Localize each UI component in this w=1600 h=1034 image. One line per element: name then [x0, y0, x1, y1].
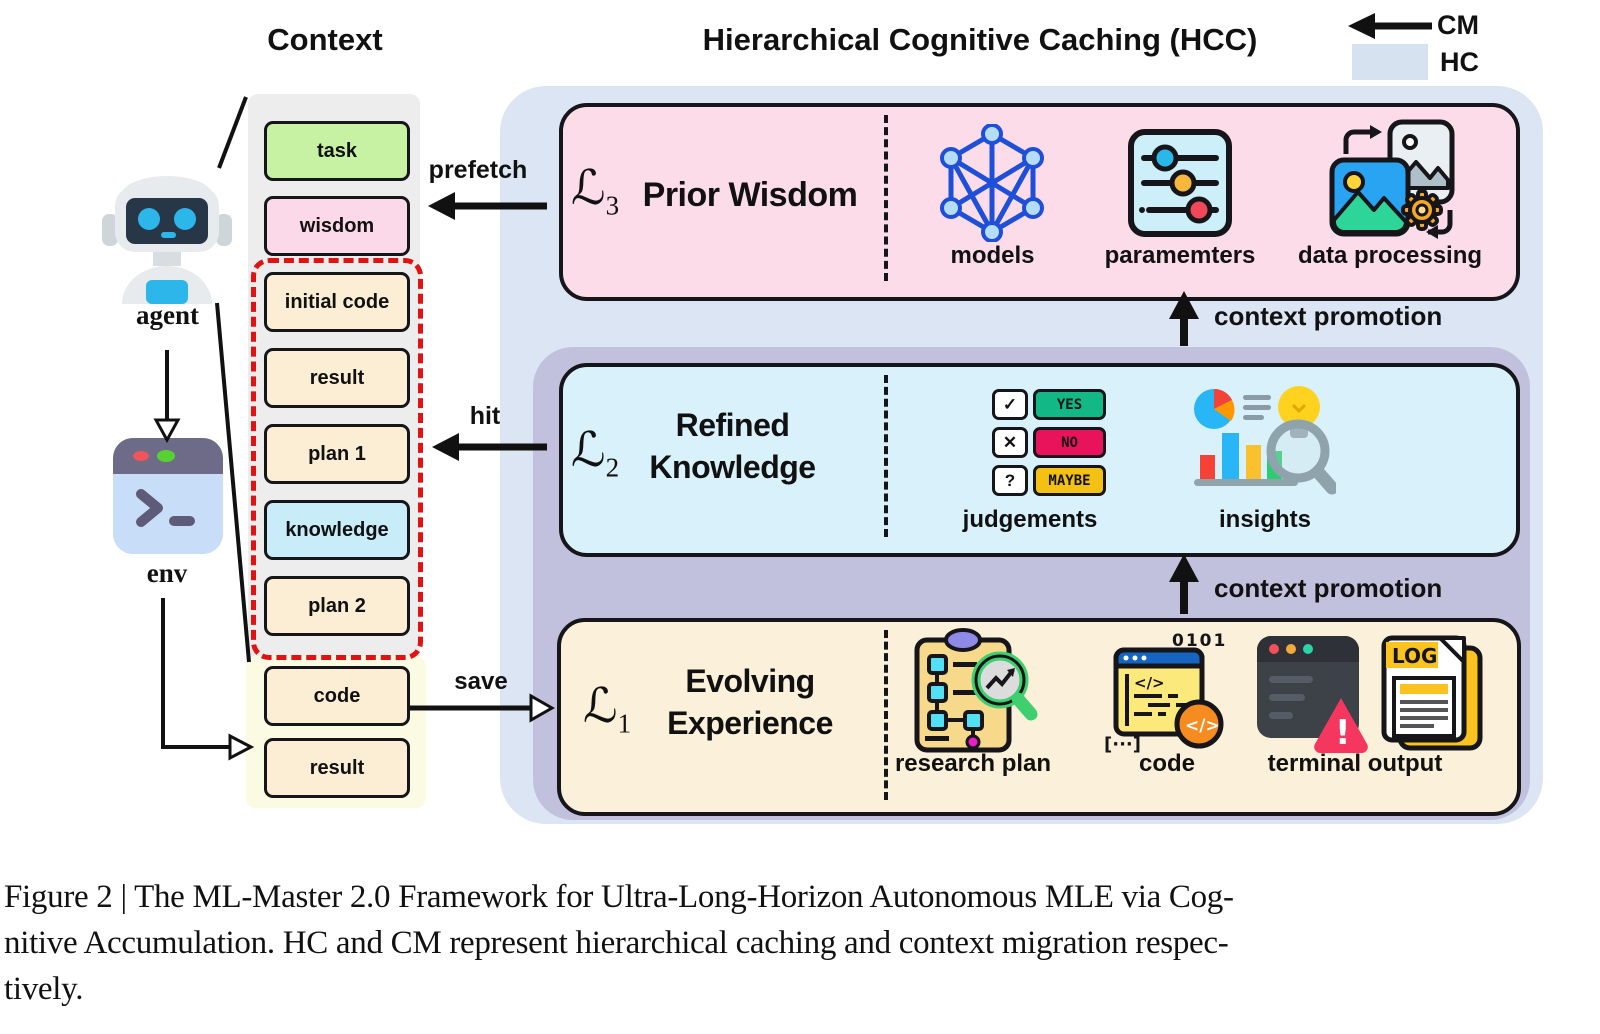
hc-swatch [1352, 44, 1428, 80]
cross-icon: ✕ [992, 427, 1028, 458]
check-icon: ✓ [992, 389, 1028, 420]
code-label: code [1138, 750, 1195, 777]
context-box-plan-1: plan 1 [264, 424, 410, 484]
models-label: models [950, 242, 1035, 269]
maybe-pill: MAYBE [1033, 465, 1106, 496]
insights-icon [1194, 386, 1336, 495]
parameters-sliders-icon [1128, 129, 1232, 237]
context-box-wisdom: wisdom [264, 196, 410, 256]
judgement-maybe-row: ? MAYBE [992, 465, 1106, 496]
svg-text:0101: 0101 [1172, 631, 1227, 651]
env-label: env [146, 558, 188, 588]
l1-symbol: ℒ1 [583, 678, 632, 739]
judgement-yes-row: ✓ YES [992, 389, 1106, 420]
code-window-icon: 0101 </> [···] </> [1104, 631, 1227, 755]
l2-name: Refined Knowledge [649, 407, 816, 485]
legend-cm-label: CM [1437, 10, 1479, 40]
svg-text:[···]: [···] [1104, 734, 1141, 755]
svg-text:!: ! [1335, 713, 1351, 753]
research-plan-icon [914, 628, 1038, 753]
insights-label: insights [1218, 506, 1311, 533]
env-to-result-arrow [161, 598, 255, 761]
caption-line-2: nitive Accumulation. HC and CM represent… [4, 925, 1229, 961]
legend-hc-label: HC [1440, 47, 1479, 77]
agent-label: agent [136, 300, 199, 330]
l3-name: Prior Wisdom [642, 176, 858, 214]
prefetch-label: prefetch [428, 156, 528, 184]
agent-to-env-arrow [153, 350, 181, 444]
context-promotion-label-lower: context promotion [1214, 573, 1443, 603]
cm-arrow-icon [1348, 13, 1432, 39]
log-file-icon: LOG [1381, 635, 1483, 751]
research-plan-label: research plan [894, 750, 1052, 777]
migrated-context-group [251, 258, 423, 660]
l1-divider [884, 630, 888, 800]
workspace-box-code: code [264, 666, 410, 726]
yes-pill: YES [1033, 389, 1106, 420]
context-box-plan-2: plan 2 [264, 576, 410, 636]
terminal-output-label: terminal output [1267, 750, 1443, 777]
context-box-initial-code: initial code [264, 272, 410, 332]
data-processing-label: data processing [1297, 242, 1483, 269]
context-box-knowledge: knowledge [264, 500, 410, 560]
context-title: Context [267, 22, 383, 57]
data-processing-icon [1329, 119, 1455, 239]
workspace-box-result: result [264, 738, 410, 798]
l1-name: Evolving Experience [667, 663, 833, 741]
parameters-label: paramemters [1104, 242, 1256, 269]
save-label: save [454, 668, 508, 695]
l2-divider [884, 375, 888, 537]
figure-caption: Figure 2 | The ML-Master 2.0 Framework f… [4, 874, 1594, 1012]
hit-label: hit [469, 402, 501, 430]
terminal-env-icon [113, 438, 223, 554]
svg-text:</>: </> [1185, 716, 1220, 736]
context-promotion-label-upper: context promotion [1214, 301, 1443, 331]
question-icon: ? [992, 465, 1028, 496]
svg-text:LOG: LOG [1392, 644, 1437, 668]
no-pill: NO [1033, 427, 1106, 458]
judgement-no-row: ✕ NO [992, 427, 1106, 458]
context-cone-line-top [217, 96, 248, 169]
caption-line-1: Figure 2 | The ML-Master 2.0 Framework f… [4, 879, 1234, 915]
context-box-result: result [264, 348, 410, 408]
judgements-label: judgements [962, 506, 1098, 533]
hcc-title: Hierarchical Cognitive Caching (HCC) [702, 22, 1258, 57]
level-box-l1 [557, 618, 1521, 816]
caption-line-3: tively. [4, 971, 84, 1007]
l3-divider [884, 115, 888, 281]
terminal-output-icon: ! [1257, 636, 1368, 753]
robot-agent-icon [102, 176, 232, 304]
svg-text:</>: </> [1134, 674, 1165, 692]
l3-symbol: ℒ3 [571, 160, 620, 221]
l2-symbol: ℒ2 [571, 422, 620, 483]
context-box-task: task [264, 121, 410, 181]
models-network-icon [940, 124, 1044, 242]
